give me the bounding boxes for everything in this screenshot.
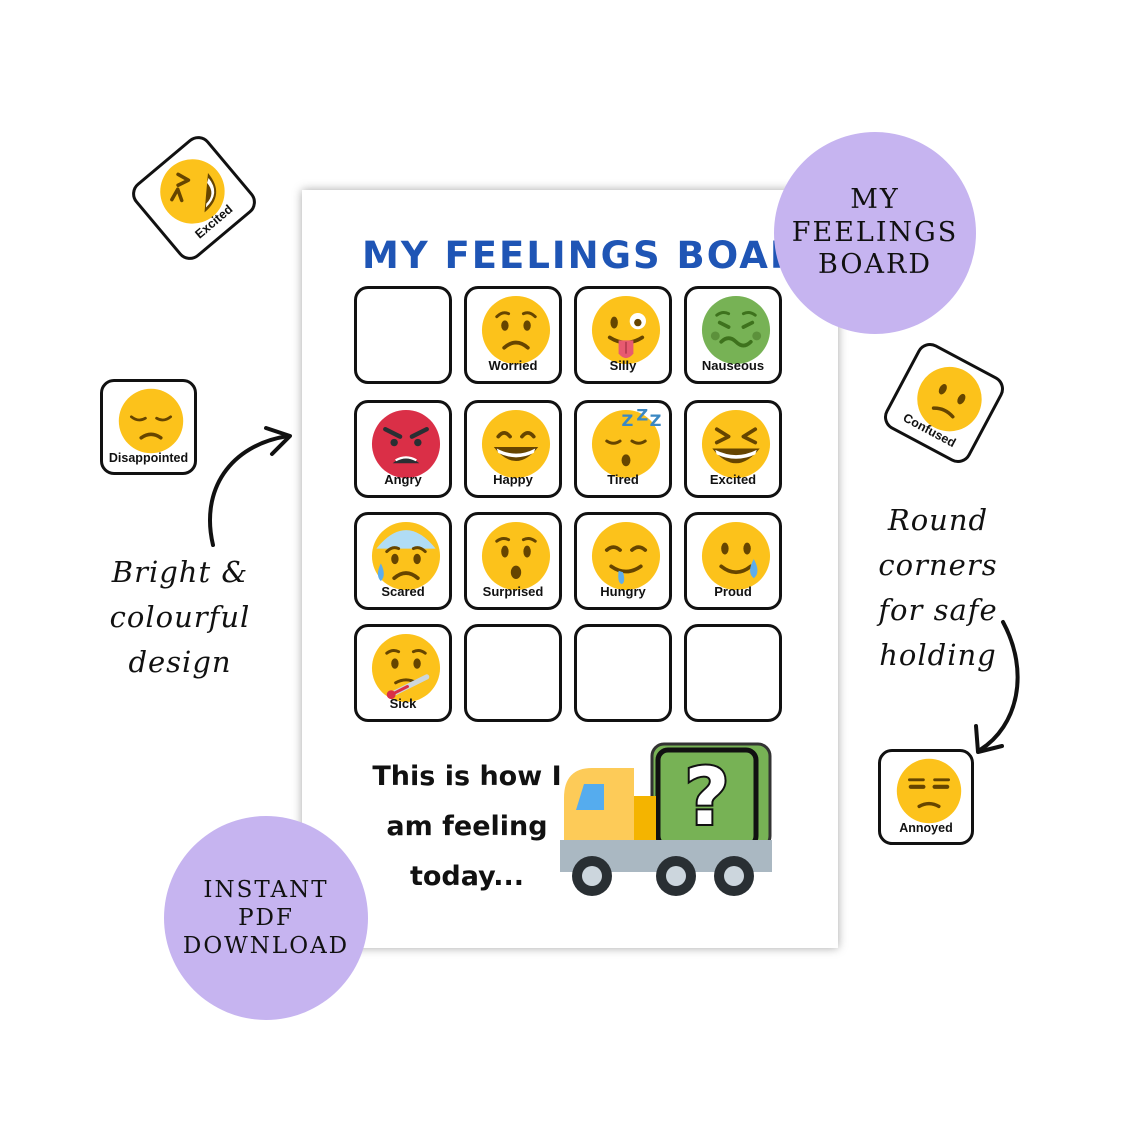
angry-face-icon xyxy=(371,409,441,479)
rolling-laughing-face-icon xyxy=(160,159,225,224)
emotion-label: Proud xyxy=(714,584,752,599)
loose-card-confused: Confused xyxy=(879,338,1009,468)
annotation-line: holding xyxy=(879,638,997,672)
emotion-label: Hungry xyxy=(600,584,646,599)
anxious-sweat-face-icon xyxy=(371,521,441,591)
left-arrowhead-icon xyxy=(264,426,292,456)
empty-card-slot[interactable] xyxy=(464,624,562,722)
left-arrow-icon xyxy=(208,434,290,547)
emotion-label: Sick xyxy=(389,696,417,711)
badge-line: MY xyxy=(850,183,900,215)
thermometer-face-icon xyxy=(371,633,441,703)
hushed-face-icon xyxy=(481,521,551,591)
confused-face-icon xyxy=(917,366,982,432)
emotion-label: Happy xyxy=(493,472,533,487)
bright-colourful-annotation: Bright & colourful design xyxy=(90,550,270,685)
emotion-card-happy[interactable]: Happy xyxy=(464,400,562,498)
grinning-face-icon xyxy=(481,409,551,479)
emotion-label: Disappointed xyxy=(108,451,189,465)
empty-card-slot[interactable] xyxy=(354,286,452,384)
svg-text:Z: Z xyxy=(636,407,648,424)
annotation-line: for safe xyxy=(878,593,998,627)
annotation-line: corners xyxy=(878,548,998,582)
round-corners-annotation: Round corners for safe holding xyxy=(858,498,1018,678)
emotion-card-proud[interactable]: Proud xyxy=(684,512,782,610)
empty-card-slot[interactable] xyxy=(574,624,672,722)
emotion-label: Silly xyxy=(609,358,637,373)
emotion-card-surprised[interactable]: Surprised xyxy=(464,512,562,610)
emotion-card-silly[interactable]: Silly xyxy=(574,286,672,384)
board-title: MY FEELINGS BOARD xyxy=(362,234,834,277)
unamused-face-icon xyxy=(896,758,962,824)
emotion-label: Scared xyxy=(381,584,425,599)
feeling-text-line: today... xyxy=(409,861,525,892)
loose-card-disappointed: Disappointed xyxy=(100,379,197,475)
laughing-face-icon xyxy=(701,409,771,479)
tearful-smile-face-icon xyxy=(701,521,771,591)
emotion-label: Worried xyxy=(488,358,538,373)
empty-card-slot[interactable] xyxy=(684,624,782,722)
annotation-line: Round xyxy=(887,503,989,537)
svg-text:?: ? xyxy=(684,753,729,843)
feeling-text-line: am feeling xyxy=(386,811,548,842)
emotion-label: Annoyed xyxy=(899,821,953,835)
sleeping-face-icon: Z Z Z xyxy=(591,407,662,479)
emotion-card-hungry[interactable]: Hungry xyxy=(574,512,672,610)
emotion-card-scared[interactable]: Scared xyxy=(354,512,452,610)
loose-card-annoyed: Annoyed xyxy=(878,749,974,845)
tongue-out-face-icon xyxy=(591,295,661,365)
instant-download-badge: INSTANT PDF DOWNLOAD xyxy=(164,816,368,1020)
disappointed-face-icon xyxy=(118,388,184,454)
emotion-card-sick[interactable]: Sick xyxy=(354,624,452,722)
emotion-card-nauseous[interactable]: Nauseous xyxy=(684,286,782,384)
annotation-line: Bright & xyxy=(111,555,249,589)
emotion-card-excited[interactable]: Excited xyxy=(684,400,782,498)
badge-line: PDF xyxy=(238,904,294,931)
right-arrowhead-icon xyxy=(974,724,1004,754)
badge-line: FEELINGS xyxy=(791,216,959,248)
feeling-text-line: This is how I xyxy=(372,761,562,792)
nauseated-face-icon xyxy=(701,295,771,365)
annotation-line: design xyxy=(128,645,232,679)
svg-text:Z: Z xyxy=(650,411,662,430)
emotion-label: Tired xyxy=(607,472,639,487)
emotion-label: Angry xyxy=(384,472,422,487)
annotation-line: colourful xyxy=(109,600,251,634)
right-arrow-icon xyxy=(978,620,1020,752)
emotion-card-worried[interactable]: Worried xyxy=(464,286,562,384)
board-title-badge: MY FEELINGS BOARD xyxy=(774,132,976,334)
emotion-label: Excited xyxy=(709,472,757,487)
badge-line: INSTANT xyxy=(203,876,329,903)
badge-line: DOWNLOAD xyxy=(182,933,350,960)
svg-text:Z: Z xyxy=(622,411,634,430)
worried-face-icon xyxy=(481,295,551,365)
feelings-board-sheet: MY FEELINGS BOARD Worried Silly Nauseous… xyxy=(302,190,838,948)
drooling-face-icon xyxy=(591,521,661,591)
truck-with-question-mark-icon: ? xyxy=(560,742,772,896)
badge-line: BOARD xyxy=(818,249,932,281)
loose-card-excited: Excited xyxy=(126,130,262,266)
emotion-label: Nauseous xyxy=(701,358,765,373)
emotion-card-angry[interactable]: Angry xyxy=(354,400,452,498)
feeling-today-text: This is how I am feeling today... xyxy=(362,752,572,902)
emotion-label: Surprised xyxy=(482,584,544,599)
